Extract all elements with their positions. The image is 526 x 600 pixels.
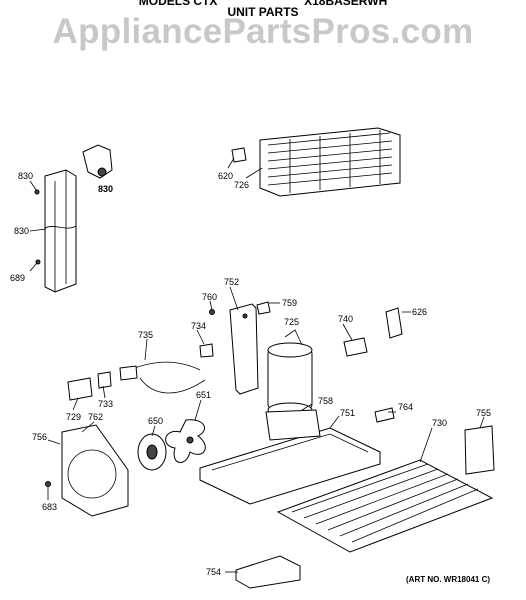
label-689: 689	[10, 273, 25, 283]
label-830a: 830	[18, 171, 33, 181]
part-764	[374, 407, 395, 423]
fan-housing-762	[61, 424, 129, 517]
header-models-left: MODELS CTX	[138, 0, 218, 8]
tubing-725	[284, 329, 303, 346]
condenser-726	[259, 127, 401, 197]
bracket-755	[464, 425, 495, 475]
duct-channel-830	[44, 169, 77, 293]
label-729: 729	[66, 412, 81, 422]
part-729	[67, 377, 93, 401]
fan-motor-650	[137, 433, 167, 471]
page-header-models: MODELS CTX X18BASERWH	[0, 0, 526, 8]
label-755: 755	[476, 408, 491, 418]
label-650: 650	[148, 416, 163, 426]
fan-blade-651	[165, 419, 206, 463]
relay-734	[199, 343, 214, 358]
coil-730	[276, 459, 494, 553]
page-header-section: UNIT PARTS	[227, 5, 299, 19]
mount-758	[265, 409, 321, 441]
label-683: 683	[42, 502, 57, 512]
part-626	[385, 307, 403, 339]
label-830c: 830	[14, 226, 29, 236]
label-830b: 830	[98, 184, 113, 194]
part-759	[256, 301, 271, 315]
label-760: 760	[202, 292, 217, 302]
label-756: 756	[32, 432, 47, 442]
trough-754	[235, 555, 301, 589]
screw-760	[209, 309, 215, 315]
label-734: 734	[191, 321, 206, 331]
screw-683	[45, 481, 51, 487]
label-740: 740	[338, 314, 353, 324]
label-626: 626	[412, 307, 427, 317]
label-651: 651	[196, 390, 211, 400]
label-752: 752	[224, 277, 239, 287]
label-730: 730	[432, 418, 447, 428]
label-764: 764	[398, 402, 413, 412]
leader-lines	[29, 157, 485, 573]
label-751: 751	[340, 408, 355, 418]
compressor-725	[267, 342, 313, 418]
label-758: 758	[318, 396, 333, 406]
label-754: 754	[206, 567, 221, 577]
header-models-right: X18BASERWH	[304, 0, 388, 8]
part-740	[343, 337, 368, 357]
watermark: AppliancePartsPros.com	[52, 12, 474, 51]
art-number: (ART NO. WR18041 C)	[406, 575, 490, 584]
part-620	[231, 147, 247, 163]
label-735: 735	[138, 330, 153, 340]
screw-830	[34, 189, 40, 195]
label-733: 733	[98, 399, 113, 409]
bracket-752	[229, 303, 259, 395]
fitting-830	[82, 144, 113, 179]
label-759: 759	[282, 298, 297, 308]
part-733	[97, 371, 112, 389]
label-762: 762	[88, 412, 103, 422]
connector-735	[119, 365, 138, 381]
label-620: 620	[218, 171, 233, 181]
label-726: 726	[234, 180, 249, 190]
label-725: 725	[284, 317, 299, 327]
